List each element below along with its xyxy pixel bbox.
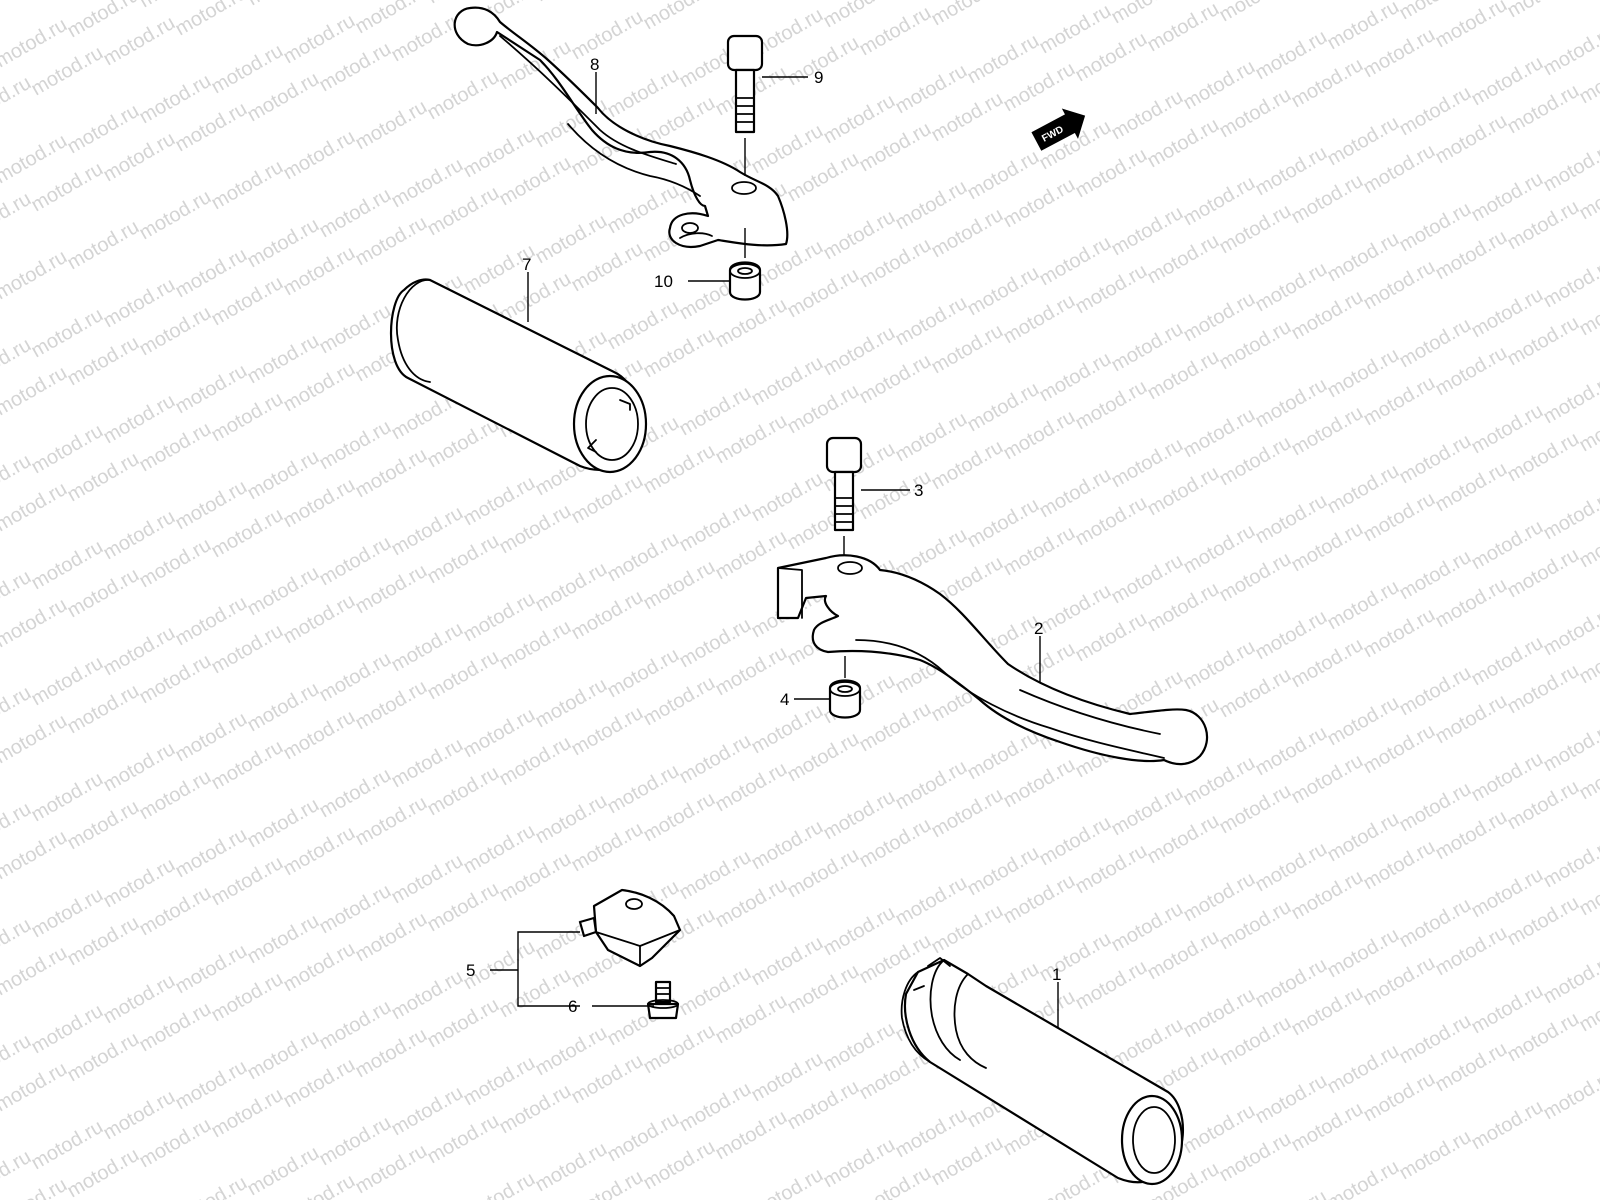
part-10-nut: [728, 228, 762, 301]
watermark-text: motod.ru: [460, 1168, 539, 1200]
callout-label: 10: [654, 272, 673, 291]
watermark-text: motod.ru: [1324, 1156, 1403, 1200]
watermark-text: motod.ru: [172, 0, 251, 40]
watermark-text: motod.ru: [280, 126, 359, 185]
watermark-text: motod.ru: [352, 96, 431, 155]
part-9-bolt: [726, 34, 764, 176]
callout-label: 7: [522, 255, 531, 274]
watermark-text: motod.ru: [1540, 718, 1600, 777]
part-8-lever: [453, 6, 789, 248]
watermark-text: motod.ru: [1396, 1126, 1475, 1185]
callout-label: 6: [568, 997, 577, 1016]
watermark-text: motod.ru: [136, 186, 215, 245]
watermark-text: motod.ru: [1468, 1096, 1547, 1155]
watermark-text: motod.ru: [1540, 1066, 1600, 1125]
watermark-text: motod.ru: [1216, 0, 1295, 26]
part-3-bolt: [825, 436, 863, 560]
callout-label: 4: [780, 690, 789, 709]
callout-3: 3: [861, 481, 923, 500]
callout-7: 7: [522, 255, 531, 322]
callout-label: 3: [914, 481, 923, 500]
watermark-text: motod.ru: [0, 594, 71, 653]
watermark-text: motod.ru: [1540, 22, 1600, 81]
callout-8: 8: [590, 55, 599, 114]
part-7-grip: [390, 278, 648, 474]
watermark-text: motod.ru: [1540, 254, 1600, 313]
watermark-text: motod.ru: [1540, 834, 1600, 893]
callout-label: 5: [466, 961, 475, 980]
watermark-text: motod.ru: [0, 478, 71, 537]
watermark-text: motod.ru: [1540, 370, 1600, 429]
part-6-screw: [646, 980, 680, 1020]
watermark-text: motod.ru: [0, 826, 71, 885]
callout-10: 10: [654, 272, 730, 291]
watermark-text: motod.ru: [0, 362, 71, 421]
watermark-text: motod.ru: [0, 710, 71, 769]
callout-5: 5: [466, 931, 580, 1007]
part-5-switch: [578, 888, 682, 968]
watermark-text: motod.ru: [640, 0, 719, 34]
callout-4: 4: [780, 690, 830, 709]
callout-label: 9: [814, 68, 823, 87]
watermark-text: motod.ru: [1540, 602, 1600, 661]
callout-label: 2: [1034, 619, 1043, 638]
part-4-nut: [828, 656, 862, 719]
watermark-text: motod.ru: [1540, 950, 1600, 1009]
watermark-text: motod.ru: [1540, 486, 1600, 545]
watermark-text: motod.ru: [0, 246, 71, 305]
watermark-text: motod.ru: [1504, 0, 1583, 22]
watermark-text: motod.ru: [712, 0, 791, 4]
watermark-text: motod.ru: [568, 6, 647, 65]
watermark-text: motod.ru: [532, 0, 611, 6]
callout-9: 9: [762, 68, 823, 87]
watermark-text: motod.ru: [1540, 138, 1600, 197]
watermark-text: motod.ru: [424, 66, 503, 125]
watermark-text: motod.ru: [748, 1164, 827, 1200]
watermark-text: motod.ru: [64, 216, 143, 275]
watermark-text: motod.ru: [928, 0, 1007, 30]
watermark-text: motod.ru: [0, 1058, 71, 1117]
part-1-throttle-grip: [900, 957, 1185, 1186]
callout-label: 8: [590, 55, 599, 74]
fwd-direction-marker: FWD: [1031, 108, 1086, 151]
watermark-text: motod.ru: [0, 942, 71, 1001]
callout-1: 1: [1052, 965, 1061, 1028]
callout-6: 6: [568, 997, 654, 1016]
watermark-text: motod.ru: [208, 156, 287, 215]
watermark-text: motod.ru: [1144, 0, 1223, 56]
callout-label: 1: [1052, 965, 1061, 984]
watermark-text: motod.ru: [1432, 0, 1511, 52]
callout-2: 2: [1034, 619, 1043, 682]
watermark-text: motod.ru: [172, 1172, 251, 1200]
watermark-text: motod.ru: [244, 0, 323, 10]
watermark-text: motod.ru: [1252, 1186, 1331, 1200]
part-2-lever: [776, 554, 1209, 766]
